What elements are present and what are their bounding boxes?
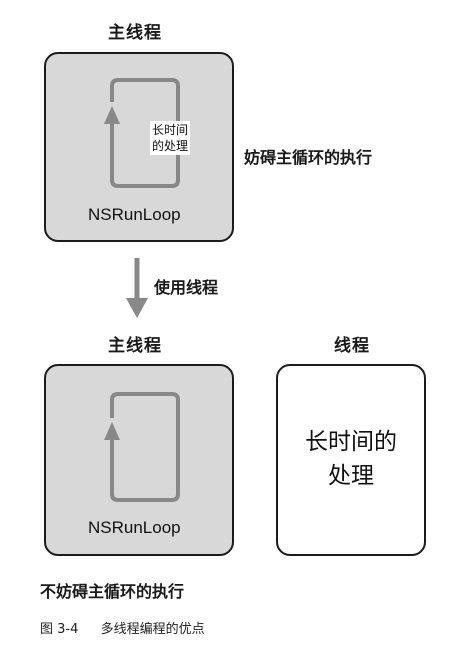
top-loop-arrowhead [104,106,120,124]
top-inner-label: 长时间 的处理 [150,121,191,155]
bottom-loop-path [110,392,180,502]
bottom-thread-title: 线程 [334,336,370,356]
bottom-thread-label-line2: 处理 [328,463,374,489]
top-main-thread-box [44,52,234,242]
top-runloop-label: NSRunLoop [88,205,181,224]
top-inner-label-line1: 长时间 [152,123,189,137]
bottom-main-thread-box [44,364,234,556]
bottom-loop-arrowhead [104,422,120,440]
bottom-thread-label: 长时间的 处理 [276,425,426,493]
figure-number: 图 3-4 [40,622,79,637]
bottom-main-thread-title: 主线程 [108,336,162,356]
bottom-note: 不妨碍主循环的执行 [40,582,185,601]
top-main-thread-title: 主线程 [108,23,162,43]
top-inner-label-line2: 的处理 [152,139,189,153]
figure-caption: 图 3-4 多线程编程的优点 [40,618,205,637]
transition-label: 使用线程 [154,278,219,297]
bottom-thread-box [276,364,426,556]
bottom-thread-label-line1: 长时间的 [305,429,397,455]
bottom-runloop-label: NSRunLoop [88,518,181,537]
figure-caption-text: 多线程编程的优点 [100,622,205,637]
transition-arrow-head [126,298,148,318]
top-side-note: 妨碍主循环的执行 [244,148,373,167]
